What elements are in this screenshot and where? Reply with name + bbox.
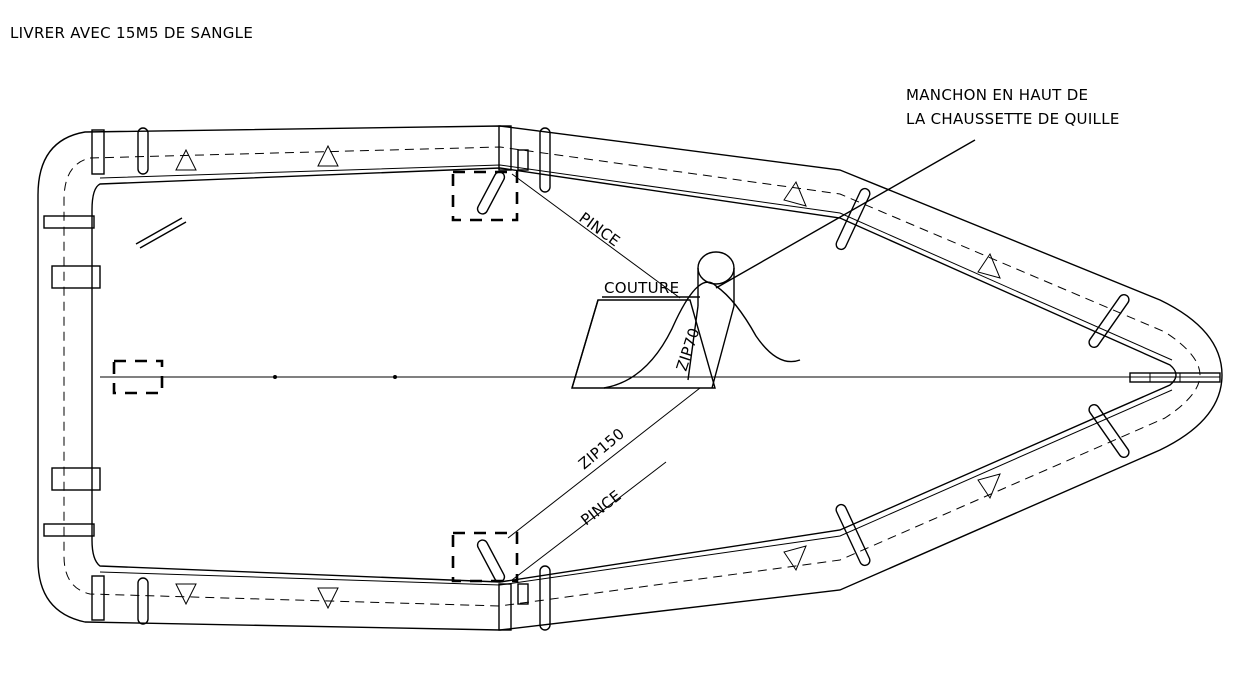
tie-down-pad [317, 587, 339, 610]
zip150-leader [507, 387, 701, 539]
hull-inner-edge [91, 167, 1177, 583]
header-note: LIVRER AVEC 15M5 DE SANGLE [10, 24, 253, 42]
bow-strap-top [1088, 294, 1130, 348]
keel-sock-body [687, 305, 735, 389]
keel-box-edge [571, 299, 599, 389]
strap-tail [135, 217, 187, 249]
manchon-leader [715, 139, 976, 289]
tie-down-pads [175, 144, 1001, 610]
pince-strap-bottom [476, 539, 506, 583]
tie-down-pad [783, 545, 807, 572]
tie-down-pad [783, 180, 807, 207]
axis-point [393, 375, 397, 379]
label-zip150: ZIP150 [575, 424, 628, 473]
strap-clip [517, 583, 529, 605]
label-couture: COUTURE [604, 279, 679, 297]
pince-top-mark-box [451, 170, 519, 222]
strap-loop [539, 127, 551, 193]
strap-loop [137, 127, 149, 175]
pince-bottom-mark-box [451, 531, 519, 583]
transom-strap-top [43, 215, 95, 229]
tie-down-pad [175, 148, 197, 171]
transom-pad-top [51, 265, 101, 289]
tie-down-pad [977, 252, 1001, 279]
axis-point [273, 375, 277, 379]
strap-clip [517, 149, 529, 171]
pince-top-leader [511, 173, 681, 299]
label-pince-bottom: PINCE [577, 487, 624, 530]
transom-mark-box [112, 359, 164, 395]
transom-strap-bottom [43, 523, 95, 537]
hull-outer-edge [37, 125, 1223, 631]
label-zip70: ZIP70 [673, 326, 704, 374]
tie-down-pad [977, 473, 1001, 500]
transom-pad-bottom [51, 467, 101, 491]
mid-buckle-bottom [498, 583, 512, 631]
bow-strap-bottom [1088, 404, 1130, 458]
label-manchon-line2: LA CHAUSSETTE DE QUILLE [906, 110, 1120, 128]
tie-down-pad [317, 144, 339, 167]
zip70-seam-curve [603, 281, 801, 389]
inner-seam-top [99, 164, 1173, 361]
label-manchon-line1: MANCHON EN HAUT DE [906, 86, 1088, 104]
strap-loop [539, 565, 551, 631]
side-strap-top [835, 187, 871, 251]
label-pince-top: PINCE [576, 209, 624, 251]
tie-down-pad [175, 583, 197, 606]
inner-seam-bottom [99, 389, 1173, 586]
corner-buckle-bottom [91, 575, 105, 621]
pince-strap-top [476, 171, 506, 215]
keel-sock-top [697, 251, 735, 285]
strap-loop [137, 577, 149, 625]
side-strap-bottom [835, 503, 871, 567]
keel-sock-cylinder [697, 268, 735, 306]
bow-fitting [1129, 372, 1221, 383]
corner-buckle-top [91, 129, 105, 175]
tube-dashed-centerline [63, 146, 1201, 607]
pince-bottom-leader [511, 461, 667, 581]
mid-buckle-top [498, 125, 512, 171]
